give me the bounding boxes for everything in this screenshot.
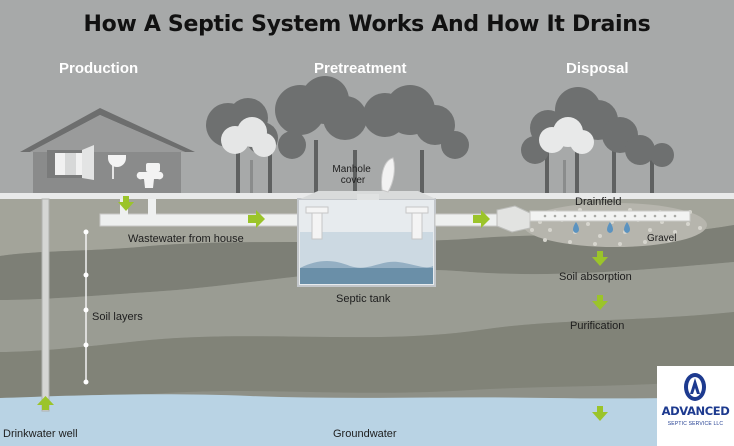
section-pretreatment: Pretreatment	[314, 60, 407, 77]
label-manhole-cover: Manhole cover	[332, 164, 373, 186]
house-pipe	[99, 213, 299, 227]
label-drainfield: Drainfield	[575, 196, 622, 208]
trees-center-light	[221, 117, 276, 195]
arrow-down-icon	[592, 406, 608, 421]
arrow-right-icon	[248, 210, 265, 228]
septic-tank	[297, 198, 436, 287]
label-purification: Purification	[570, 320, 625, 332]
label-soil-layers: Soil layers	[92, 311, 143, 323]
gravel-bed	[523, 203, 707, 247]
label-soil-absorption: Soil absorption	[559, 271, 632, 283]
house-drain-vertical-2	[148, 199, 156, 215]
page-title: How A Septic System Works And How It Dra…	[83, 12, 651, 37]
trees-center	[206, 76, 469, 195]
water-drops	[573, 222, 630, 233]
label-septic-tank: Septic tank	[336, 293, 391, 305]
drainfield-holes	[543, 214, 677, 218]
section-production: Production	[59, 60, 139, 77]
distribution-box	[496, 205, 531, 233]
arrow-up-icon	[37, 396, 54, 410]
drainfield-pipe	[529, 210, 691, 222]
well-pipe	[41, 198, 50, 412]
label-groundwater: Groundwater	[333, 428, 397, 440]
soil-layer-markers	[83, 229, 89, 385]
label-gravel: Gravel	[647, 233, 677, 244]
section-disposal: Disposal	[566, 60, 629, 77]
sink-icon	[108, 155, 126, 179]
toilet-icon	[136, 163, 164, 188]
outlet-pipe	[434, 213, 508, 227]
company-logo: ADVANCED SEPTIC SERVICE LLC	[657, 366, 734, 446]
logo-emblem-icon	[684, 373, 706, 401]
logo-name: ADVANCED	[661, 404, 730, 418]
arrow-down-icon	[118, 196, 134, 211]
logo-subtitle: SEPTIC SERVICE LLC	[667, 421, 724, 427]
trees-right-light	[539, 117, 594, 195]
arrow-down-icon	[592, 251, 608, 266]
label-drinkwater-well: Drinkwater well	[3, 428, 78, 440]
groundwater-zone	[0, 394, 734, 446]
arrow-down-icon	[592, 295, 608, 310]
arrow-right-icon	[473, 210, 490, 228]
label-wastewater: Wastewater from house	[128, 233, 244, 245]
flow-arrows	[37, 196, 608, 421]
manhole-cover	[300, 157, 436, 200]
